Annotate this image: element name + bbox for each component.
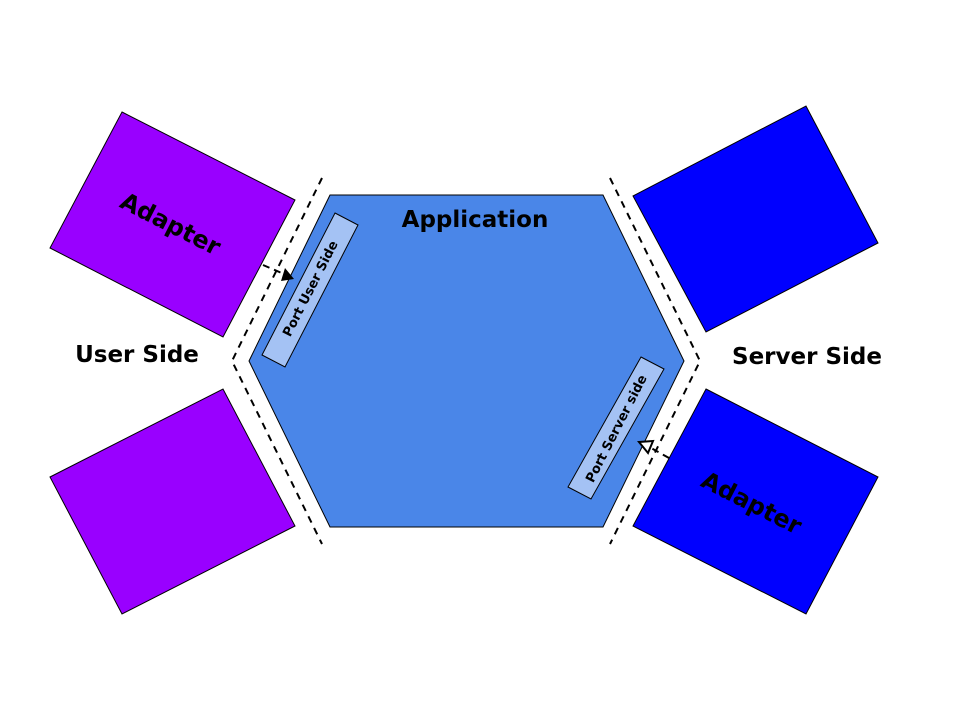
server-adapter-to-port-arrow [637,439,670,459]
server-side-boundary [609,177,702,545]
user-side-label: User Side [75,342,199,368]
port-user-side[interactable] [261,212,359,368]
application-label: Application [402,207,549,233]
server-adapter-top-box[interactable] [632,105,879,333]
user-adapter-bottom-box[interactable] [49,388,296,615]
server-adapter-bottom-box[interactable] [632,388,879,615]
user-side-boundary [230,177,323,545]
user-adapter-to-port-arrow [262,264,294,281]
port-server-side[interactable] [567,356,665,500]
application-hexagon[interactable] [248,194,685,528]
user-adapter-top-box[interactable] [49,111,296,338]
server-side-label: Server Side [732,344,882,370]
